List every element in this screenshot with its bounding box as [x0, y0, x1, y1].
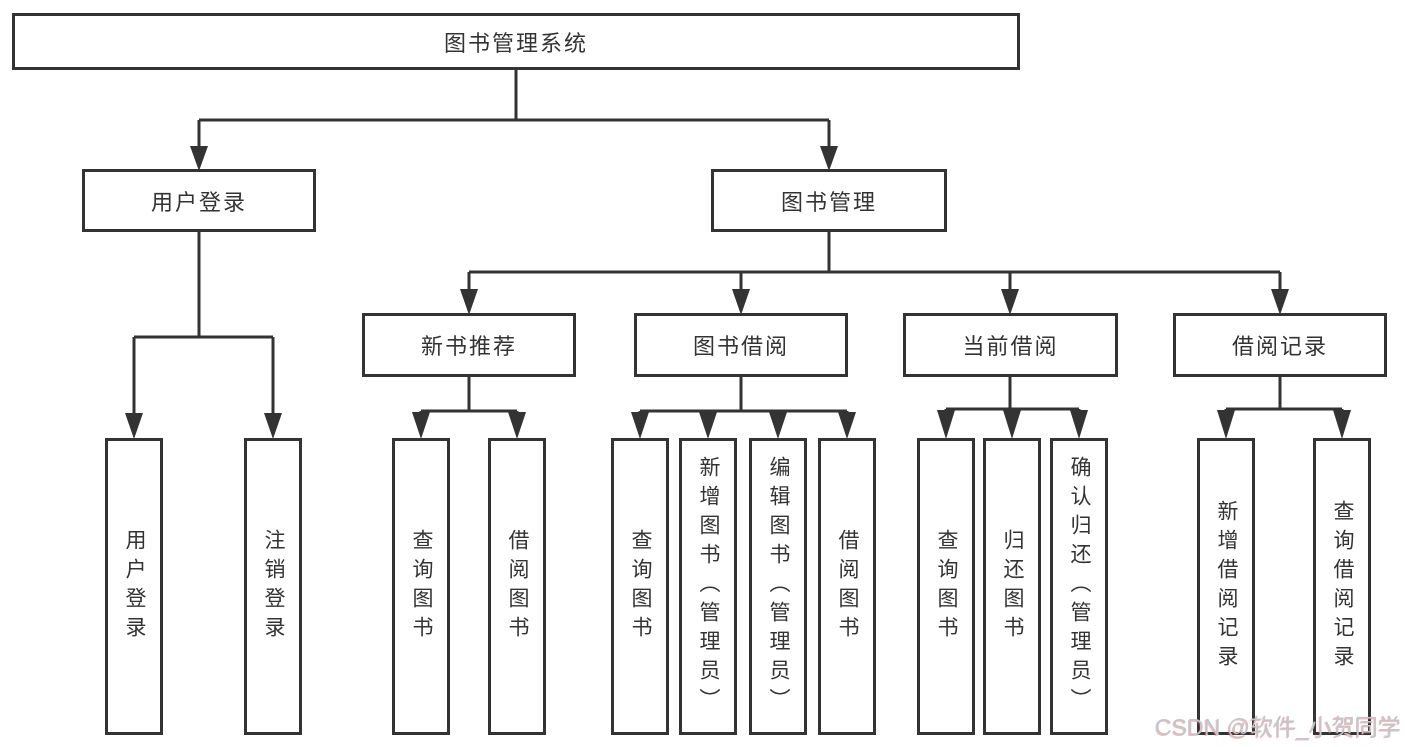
leaf-query-book-newrec: 查询图书 — [392, 438, 450, 735]
connector-userlogin-to-leaves — [132, 232, 275, 415]
leaf-logout-label: 注销登录 — [262, 528, 285, 645]
leaf-add-borrow-record-label: 新增借阅记录 — [1215, 499, 1238, 674]
leaf-confirm-return-admin-label: 确认归还（管理员） — [1068, 456, 1091, 717]
node-current-borrowing: 当前借阅 — [903, 313, 1118, 377]
leaf-query-borrow-record-label: 查询借阅记录 — [1331, 499, 1354, 674]
leaf-query-book-borrowing: 查询图书 — [611, 438, 669, 735]
node-new-book-recommend: 新书推荐 — [362, 313, 576, 377]
connector-root-to-level1 — [197, 70, 831, 148]
leaf-borrow-book-borrowing-label: 借阅图书 — [836, 528, 859, 645]
csdn-watermark: CSDN @软件_小贺同学 — [1155, 714, 1401, 740]
connector-records-to-leaves — [1224, 377, 1344, 412]
node-root: 图书管理系统 — [12, 13, 1020, 70]
node-book-management: 图书管理 — [711, 169, 947, 232]
leaf-edit-book-admin: 编辑图书（管理员） — [749, 438, 807, 735]
connector-borrowing-to-leaves — [638, 377, 849, 414]
leaf-add-borrow-record: 新增借阅记录 — [1197, 438, 1255, 735]
leaf-confirm-return-admin: 确认归还（管理员） — [1050, 438, 1108, 735]
leaf-borrow-book-newrec-label: 借阅图书 — [506, 528, 529, 645]
leaf-return-book: 归还图书 — [983, 438, 1041, 735]
leaf-user-login-label: 用户登录 — [123, 528, 146, 645]
leaf-borrow-book-borrowing: 借阅图书 — [818, 438, 876, 735]
node-borrowing-records: 借阅记录 — [1173, 313, 1387, 377]
node-user-login: 用户登录 — [82, 169, 316, 232]
leaf-return-book-label: 归还图书 — [1001, 528, 1024, 645]
leaf-query-book-current: 查询图书 — [917, 438, 975, 735]
leaf-edit-book-admin-label: 编辑图书（管理员） — [767, 456, 790, 717]
leaf-query-borrow-record: 查询借阅记录 — [1313, 438, 1371, 735]
connector-current-to-leaves — [944, 377, 1081, 412]
connector-newbook-to-leaves — [419, 377, 519, 414]
leaf-add-book-admin-label: 新增图书（管理员） — [697, 456, 720, 717]
leaf-borrow-book-newrec: 借阅图书 — [488, 438, 546, 735]
connector-bookmgmt-to-level2 — [467, 232, 1282, 291]
leaf-add-book-admin: 新增图书（管理员） — [679, 438, 737, 735]
leaf-query-book-borrowing-label: 查询图书 — [629, 528, 652, 645]
leaf-query-book-newrec-label: 查询图书 — [410, 528, 433, 645]
node-book-borrowing: 图书借阅 — [634, 313, 848, 377]
leaf-logout: 注销登录 — [244, 438, 302, 735]
leaf-query-book-current-label: 查询图书 — [935, 528, 958, 645]
leaf-user-login: 用户登录 — [105, 438, 163, 735]
